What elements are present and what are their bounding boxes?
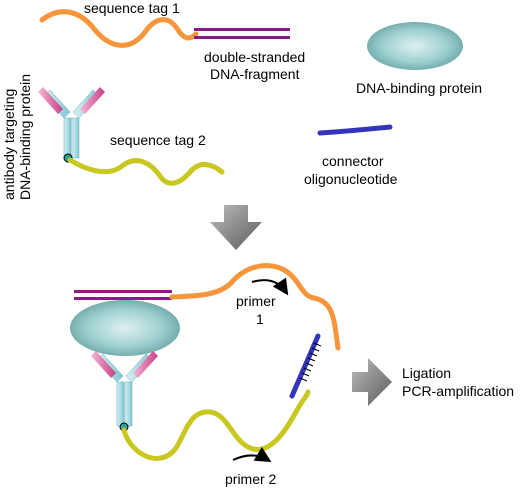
result-label-line2: PCR-amplification — [402, 383, 514, 399]
antibody-icon — [38, 87, 105, 163]
primer-1-label-line2: 1 — [256, 311, 264, 327]
complex-yellow-strand — [121, 389, 311, 461]
sequence-tag-2-strand — [67, 157, 225, 186]
complex-protein-shape — [70, 300, 180, 356]
ds-dna-label-line1: double-stranded — [204, 49, 305, 65]
primer-2-arrow-icon — [232, 446, 272, 463]
complex-ds-dna-bottom — [74, 297, 172, 300]
connector-label-line1: connector — [322, 153, 384, 169]
sequence-tag-1-strand — [39, 9, 199, 48]
complex-antibody-icon — [91, 351, 158, 432]
primer-1-arrow-icon — [251, 277, 289, 296]
right-arrow-icon — [352, 358, 392, 406]
ds-dna-label-line2: DNA-fragment — [210, 66, 300, 82]
result-label-line1: Ligation — [402, 365, 451, 381]
connector-label-line2: oligonucleotide — [304, 171, 398, 187]
dna-binding-protein-label: DNA-binding protein — [356, 80, 482, 96]
complex-connector-strand — [289, 333, 321, 399]
complex-hybrid-ticks — [299, 342, 322, 382]
antibody-label-line2: DNA-binding protein — [17, 74, 33, 200]
connector-oligo-strand — [317, 124, 393, 136]
primer-2-label: primer 2 — [225, 471, 277, 487]
ds-dna-fragment-top — [194, 28, 290, 31]
primer-1-label-line1: primer — [236, 293, 276, 309]
dna-binding-protein-shape — [367, 22, 463, 70]
sequence-tag-1-label: sequence tag 1 — [84, 0, 180, 16]
down-arrow-icon — [210, 205, 262, 250]
sequence-tag-2-label: sequence tag 2 — [110, 132, 206, 148]
complex-orange-strand — [169, 263, 341, 351]
antibody-label-line1: antibody targeting — [1, 89, 17, 200]
ds-dna-fragment-bottom — [194, 36, 290, 39]
complex-ds-dna-top — [74, 290, 172, 293]
